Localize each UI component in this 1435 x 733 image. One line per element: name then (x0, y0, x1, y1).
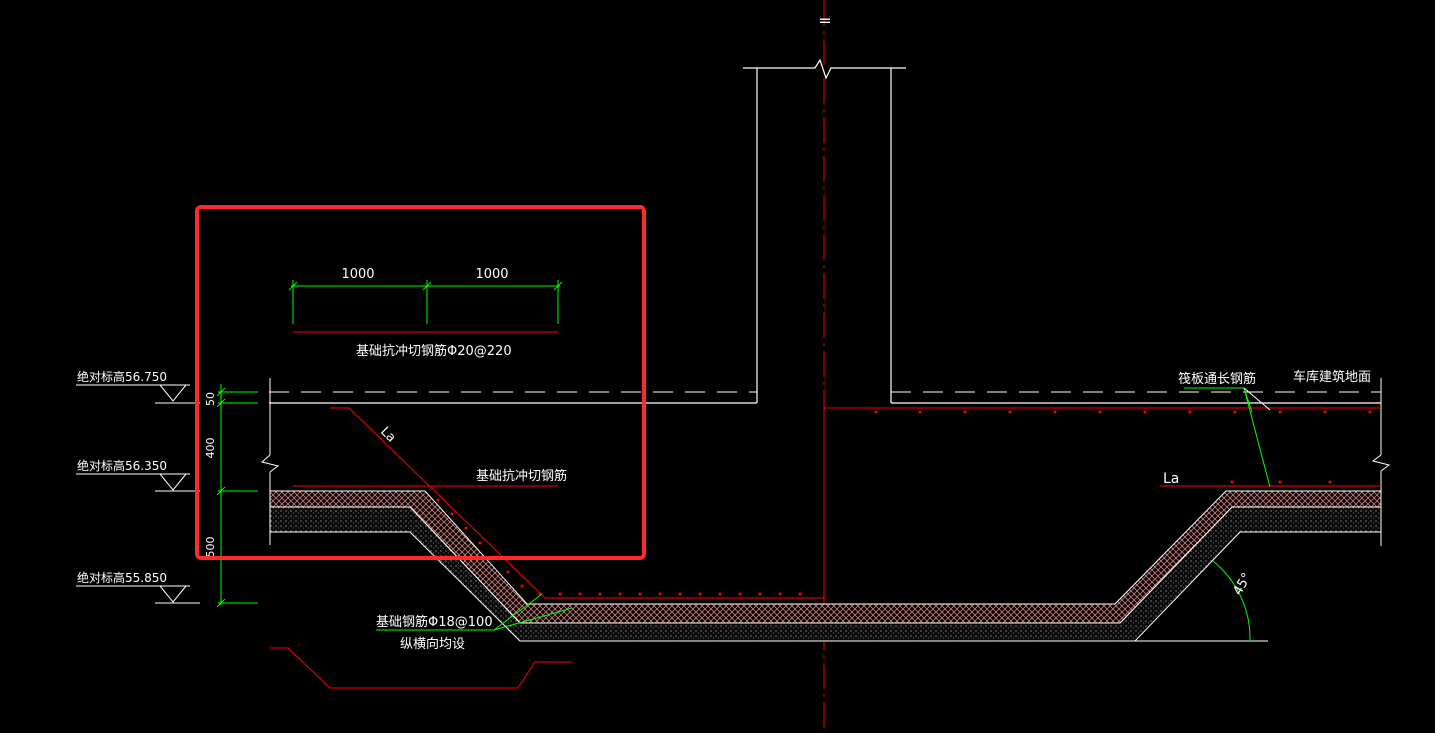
vdim-500: 500 (204, 537, 217, 558)
foundation-hatch-layer (269, 490, 1382, 624)
vdim-400: 400 (204, 438, 217, 459)
elevation-label-2: 绝对标高56.350 (77, 458, 167, 473)
elevation-label-3: 绝对标高55.850 (77, 570, 167, 585)
la-label-right: La (1163, 471, 1179, 487)
rebar-dots (436, 410, 1372, 596)
dim-label-1000-b: 1000 (475, 267, 508, 282)
highlight-box (195, 205, 646, 560)
vdim-50: 50 (204, 392, 217, 406)
elevation-label-1: 绝对标高56.750 (77, 369, 167, 384)
base-rebar-leader-2 (493, 607, 573, 631)
base-rebar-label: 基础钢筋Φ18@100 (376, 614, 493, 630)
elevation-marker-3 (76, 585, 200, 604)
column-outline (269, 58, 1381, 404)
raft-rebar-label: 筏板通长钢筋 (1178, 371, 1256, 387)
rebar-spacing-label: 基础抗冲切钢筋Φ20@220 (356, 343, 512, 359)
angle-arc (1212, 560, 1251, 642)
punch-rebar-label: 基础抗冲切钢筋 (476, 468, 567, 484)
dimension-vertical (216, 384, 258, 608)
la-label-left: La (377, 424, 398, 445)
garage-floor-label: 车库建筑地面 (1293, 369, 1371, 385)
break-mark-label: = (818, 11, 831, 30)
dimension-horizontal (288, 280, 563, 324)
dim-label-1000-a: 1000 (341, 267, 374, 282)
elevation-marker-1 (76, 384, 200, 404)
rebar-lines (270, 331, 1381, 689)
elevation-marker-2 (76, 473, 200, 492)
raft-rebar-leader-2 (1243, 387, 1253, 413)
base-rebar-note: 纵横向均设 (400, 636, 465, 652)
garage-floor-leader (1243, 387, 1271, 411)
angle-label: 45° (1230, 571, 1255, 598)
